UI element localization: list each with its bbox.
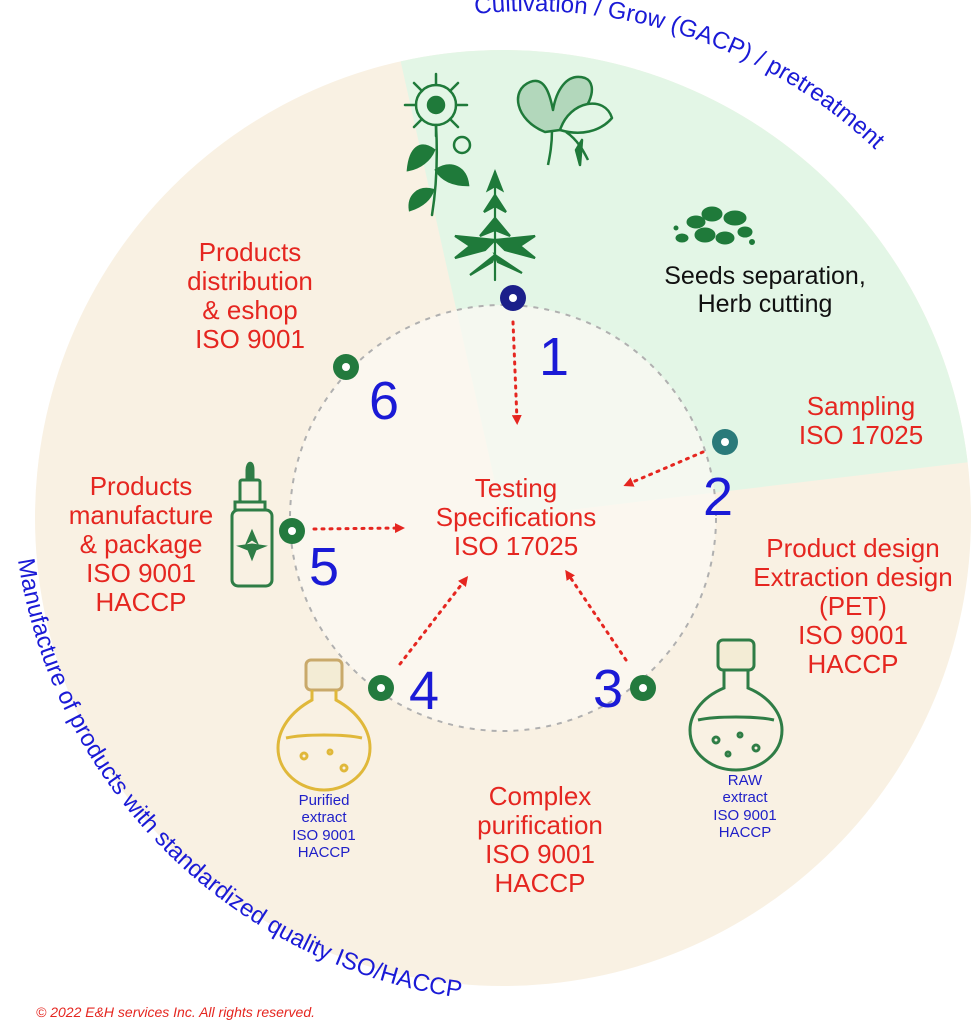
arrow-3 <box>565 569 628 662</box>
step-3-label: Product design Extraction design (PET) I… <box>753 533 953 680</box>
step-4-label: Complex purification ISO 9001 HACCP <box>477 781 603 899</box>
arrow-5 <box>312 523 405 534</box>
arrow-2 <box>623 450 705 487</box>
step-6-label: Products distribution & eshop ISO 9001 <box>187 237 313 355</box>
copyright-text: © 2022 E&H services Inc. All rights rese… <box>36 1004 316 1020</box>
arrow-4 <box>398 576 469 666</box>
step-1-number: 1 <box>538 327 570 387</box>
step-2-label: Sampling ISO 17025 <box>798 391 924 451</box>
center-testing-label: Testing Specifications ISO 17025 <box>435 473 597 562</box>
arrow-1 <box>511 320 522 425</box>
purified-extract-label: Purified extract ISO 9001 HACCP <box>292 792 356 861</box>
step-5-label: Products manufacture & package ISO 9001 … <box>68 471 214 618</box>
ring-node-4 <box>368 675 394 701</box>
raw-extract-label: RAW extract ISO 9001 HACCP <box>713 772 777 841</box>
ring-node-3 <box>630 675 656 701</box>
calendula-plant-icon <box>403 72 472 217</box>
step-2-number: 2 <box>702 467 734 527</box>
ring-node-2 <box>712 429 738 455</box>
ginkgo-leaf-icon <box>516 75 614 167</box>
step-6-number: 6 <box>368 371 400 431</box>
step-4-number: 4 <box>408 661 440 721</box>
dropper-bottle-icon <box>230 461 274 588</box>
ring-node-1 <box>500 285 526 311</box>
seeds-separation-label: Seeds separation, Herb cutting <box>664 262 866 318</box>
step-3-number: 3 <box>592 659 624 719</box>
step-5-number: 5 <box>308 537 340 597</box>
ring-node-5 <box>279 518 305 544</box>
purified-extract-flask-icon <box>276 658 372 792</box>
hemp-plant-icon <box>454 168 536 282</box>
seeds-icon <box>673 206 755 245</box>
raw-extract-flask-icon <box>688 638 784 772</box>
ring-node-6 <box>333 354 359 380</box>
